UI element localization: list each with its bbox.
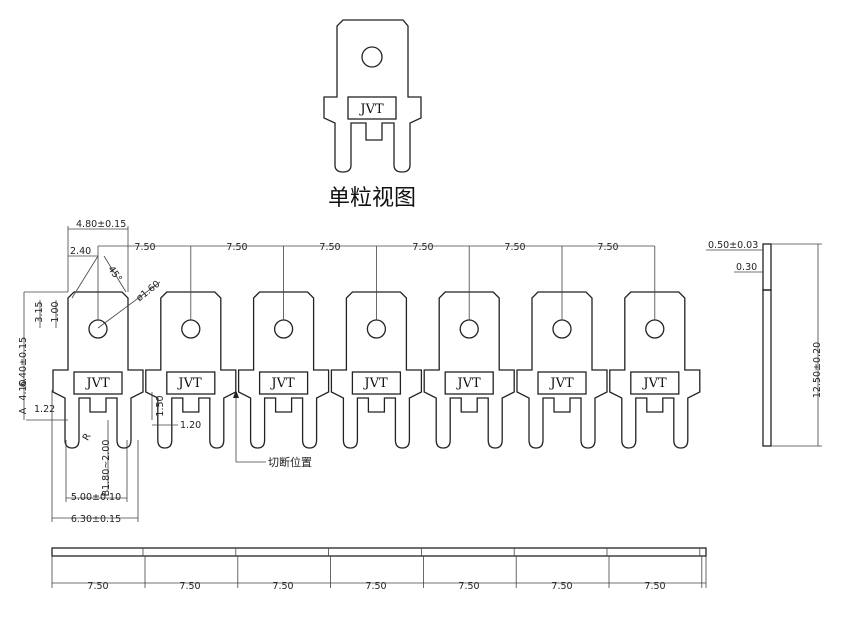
terminal-outline [423, 291, 515, 449]
pitch-label: 7.50 [412, 242, 433, 253]
pitch-label: 7.50 [504, 242, 525, 253]
terminal-label-box [73, 371, 123, 395]
terminal-hole [88, 319, 108, 339]
terminal-brand: JVT [362, 376, 388, 391]
pitch-label: 7.50 [226, 242, 247, 253]
bottom-pitch-label: 7.50 [365, 581, 386, 592]
terminal-label-box [351, 371, 402, 395]
dim-hole-diameter: ø1.60 [134, 279, 162, 304]
dim-b: B1.80~2.00 [101, 440, 112, 497]
terminal-label-box [630, 371, 680, 395]
terminal-hole [366, 319, 387, 339]
single-piece-label-box [347, 96, 397, 120]
terminal-brand: JVT [548, 376, 574, 391]
single-piece-brand: JVT [358, 102, 384, 117]
pitch-label: 7.50 [319, 242, 340, 253]
bottom-pitch-label: 7.50 [644, 581, 665, 592]
dim-offset-240: 2.40 [70, 246, 91, 257]
terminal-label-box [444, 371, 494, 395]
terminal-outline [330, 291, 423, 449]
bottom-view: 7.50 7.50 7.50 7.50 7.50 7.50 7.50 [51, 547, 707, 592]
terminal-label-box [166, 371, 216, 395]
dim-150: 1.50 [155, 395, 166, 416]
side-view-body [762, 289, 772, 447]
cut-position-note: 切断位置 [268, 455, 312, 469]
dim-640: 6.40±0.15 [18, 337, 29, 387]
single-piece-outline [323, 19, 422, 173]
terminal-outline [609, 291, 701, 449]
dim-height: 12.50±0.20 [812, 342, 823, 398]
side-view-top [762, 243, 772, 291]
cut-arrow [233, 390, 239, 398]
dim-label-a: A [18, 407, 29, 414]
terminal-label-box [258, 371, 309, 395]
dim-100: 1.00 [50, 301, 61, 322]
terminal-brand: JVT [176, 376, 202, 391]
single-piece-hole [361, 46, 383, 68]
terminal-outline [237, 291, 330, 449]
terminal-hole [552, 319, 572, 339]
bottom-pitch-label: 7.50 [179, 581, 200, 592]
dim-tip-radius: R [81, 431, 94, 443]
dim-315: 3.15 [34, 301, 45, 322]
dim-500: 5.00±0.10 [71, 492, 121, 503]
bottom-pitch-label: 7.50 [458, 581, 479, 592]
dim-angle-45: 45° [105, 264, 124, 284]
dim-630: 6.30±0.15 [71, 514, 121, 525]
terminal-label-box [537, 371, 587, 395]
bottom-pitch-label: 7.50 [272, 581, 293, 592]
terminal-outline [145, 291, 237, 449]
bottom-strip-top [51, 547, 707, 557]
single-piece-view: JVT 单粒视图 [323, 19, 422, 211]
bottom-pitch-label: 7.50 [551, 581, 572, 592]
terminal-outline [516, 291, 608, 449]
terminal-strip: 7.50 7.50 7.50 7.50 7.50 7.50 JVT JVT JV… [52, 242, 701, 449]
pitch-label: 7.50 [597, 242, 618, 253]
dim-410: 4.10 [18, 379, 29, 400]
dim-width-top: 4.80±0.15 [76, 219, 126, 230]
terminal-brand: JVT [84, 376, 110, 391]
pitch-label: 7.50 [134, 242, 155, 253]
terminal-hole [645, 319, 665, 339]
dim-thickness: 0.50±0.03 [708, 240, 758, 251]
terminal-brand: JVT [269, 376, 295, 391]
dim-120: 1.20 [180, 420, 201, 431]
dim-030: 0.30 [736, 262, 757, 273]
terminal-hole [459, 319, 479, 339]
terminal-brand: JVT [455, 376, 481, 391]
terminal-hole [273, 319, 294, 339]
bottom-pitch-label: 7.50 [87, 581, 108, 592]
terminal-brand: JVT [641, 376, 667, 391]
terminal-hole [181, 319, 201, 339]
dim-122: 1.22 [34, 404, 55, 415]
side-view: 12.50±0.20 0.50±0.03 0.30 [706, 240, 823, 447]
single-view-title: 单粒视图 [328, 186, 416, 211]
